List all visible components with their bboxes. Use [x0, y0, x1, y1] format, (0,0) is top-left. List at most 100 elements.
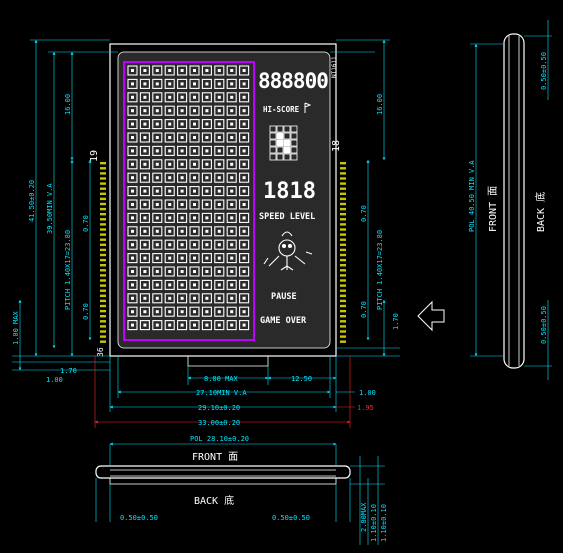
matrix-dot [239, 293, 250, 304]
matrix-dot [214, 199, 225, 210]
matrix-dot-core [230, 310, 234, 314]
matrix-dot [239, 253, 250, 264]
matrix-dot-core [143, 216, 147, 220]
matrix-dot-core [242, 136, 246, 139]
matrix-dot [226, 186, 237, 197]
matrix-dot-core [143, 122, 147, 126]
pin [340, 258, 346, 262]
matrix-dot [164, 105, 175, 116]
matrix-dot [127, 132, 138, 143]
speed-level-label: SPEED LEVEL [259, 212, 315, 222]
matrix-dot [127, 199, 138, 210]
matrix-dot-core [217, 82, 221, 86]
matrix-dot [189, 239, 200, 250]
matrix-dot [152, 306, 163, 317]
matrix-dot-core [193, 270, 196, 273]
dim-0-70-b: 0.70 [82, 303, 90, 320]
hi-score-label: HI-SCORE [263, 105, 300, 114]
matrix-dot-core [131, 310, 134, 314]
character-icon [263, 231, 313, 271]
bottom-dim-1-10a: 1.10±0.10 [370, 504, 378, 542]
matrix-dot-core [143, 149, 147, 153]
pin [100, 238, 106, 241]
matrix-dot-core [230, 162, 234, 166]
matrix-dot-core [131, 216, 134, 220]
matrix-dot [152, 119, 163, 130]
matrix-dot [201, 253, 212, 264]
matrix-dot [139, 105, 150, 116]
matrix-dot [201, 320, 212, 331]
matrix-dot [214, 266, 225, 277]
matrix-dot-core [217, 162, 221, 166]
matrix-dot [164, 65, 175, 76]
matrix-dot [164, 119, 175, 130]
pin [100, 218, 106, 221]
matrix-dot [239, 239, 250, 250]
matrix-dot-core [180, 270, 184, 273]
matrix-dot-core [193, 229, 196, 233]
matrix-dot [139, 279, 150, 290]
matrix-dot [127, 145, 138, 156]
dim-1-00: 1.00 [46, 376, 63, 384]
matrix-dot [201, 132, 212, 143]
matrix-dot-core [168, 95, 172, 99]
matrix-dot [152, 239, 163, 250]
matrix-dot-core [168, 216, 172, 220]
pin [100, 167, 106, 170]
matrix-dot [201, 159, 212, 170]
matrix-dot [177, 159, 188, 170]
matrix-dot [201, 239, 212, 250]
matrix-dot [177, 105, 188, 116]
dim-1-00: 1.00 [359, 389, 376, 397]
matrix-dot-core [131, 82, 134, 86]
pin [100, 172, 106, 175]
matrix-dot-core [131, 229, 134, 233]
matrix-dot-core [230, 149, 234, 153]
matrix-dot-core [155, 109, 159, 113]
dim-0-70-d: 0.70 [360, 301, 368, 318]
matrix-dot [127, 119, 138, 130]
matrix-dot [226, 293, 237, 304]
matrix-dot-core [143, 243, 147, 247]
matrix-dot [239, 159, 250, 170]
matrix-dot [226, 119, 237, 130]
pin [340, 223, 346, 226]
small-matrix-icon [269, 125, 298, 161]
matrix-dot [214, 132, 225, 143]
matrix-dot [189, 65, 200, 76]
matrix-dot [152, 212, 163, 223]
score-digits: 888800 [258, 69, 328, 93]
matrix-dot [152, 226, 163, 237]
matrix-dot [189, 306, 200, 317]
matrix-dot [226, 239, 237, 250]
matrix-dot [152, 78, 163, 89]
dim-pitch-left: PITCH 1.40X17=23.80 [64, 230, 72, 310]
matrix-dot-core [155, 69, 159, 72]
matrix-dot [239, 199, 250, 210]
matrix-dot [189, 226, 200, 237]
pause-label: PAUSE [271, 292, 297, 302]
matrix-dot-core [242, 176, 246, 180]
matrix-dot-core [217, 95, 221, 99]
matrix-dot [201, 119, 212, 130]
matrix-dot-core [131, 283, 134, 287]
matrix-dot-core [217, 69, 221, 72]
matrix-dot-core [180, 310, 184, 314]
matrix-dot [152, 92, 163, 103]
matrix-dot-core [193, 95, 196, 99]
matrix-dot [177, 279, 188, 290]
pin [340, 233, 346, 236]
matrix-dot [189, 145, 200, 156]
matrix-dot [214, 320, 225, 331]
matrix-dot-core [143, 176, 147, 180]
matrix-dot-core [155, 189, 159, 193]
matrix-dot-core [131, 296, 134, 300]
matrix-dot-core [230, 270, 234, 273]
bottom-dim-2-80: 2.80MAX [360, 502, 368, 532]
matrix-dot-core [155, 216, 159, 220]
matrix-dot-core [155, 95, 159, 99]
matrix-dot-core [193, 136, 196, 139]
bottom-dim-left: 0.50±0.50 [120, 514, 158, 522]
matrix-dot-core [180, 216, 184, 220]
matrix-dot-core [217, 122, 221, 126]
